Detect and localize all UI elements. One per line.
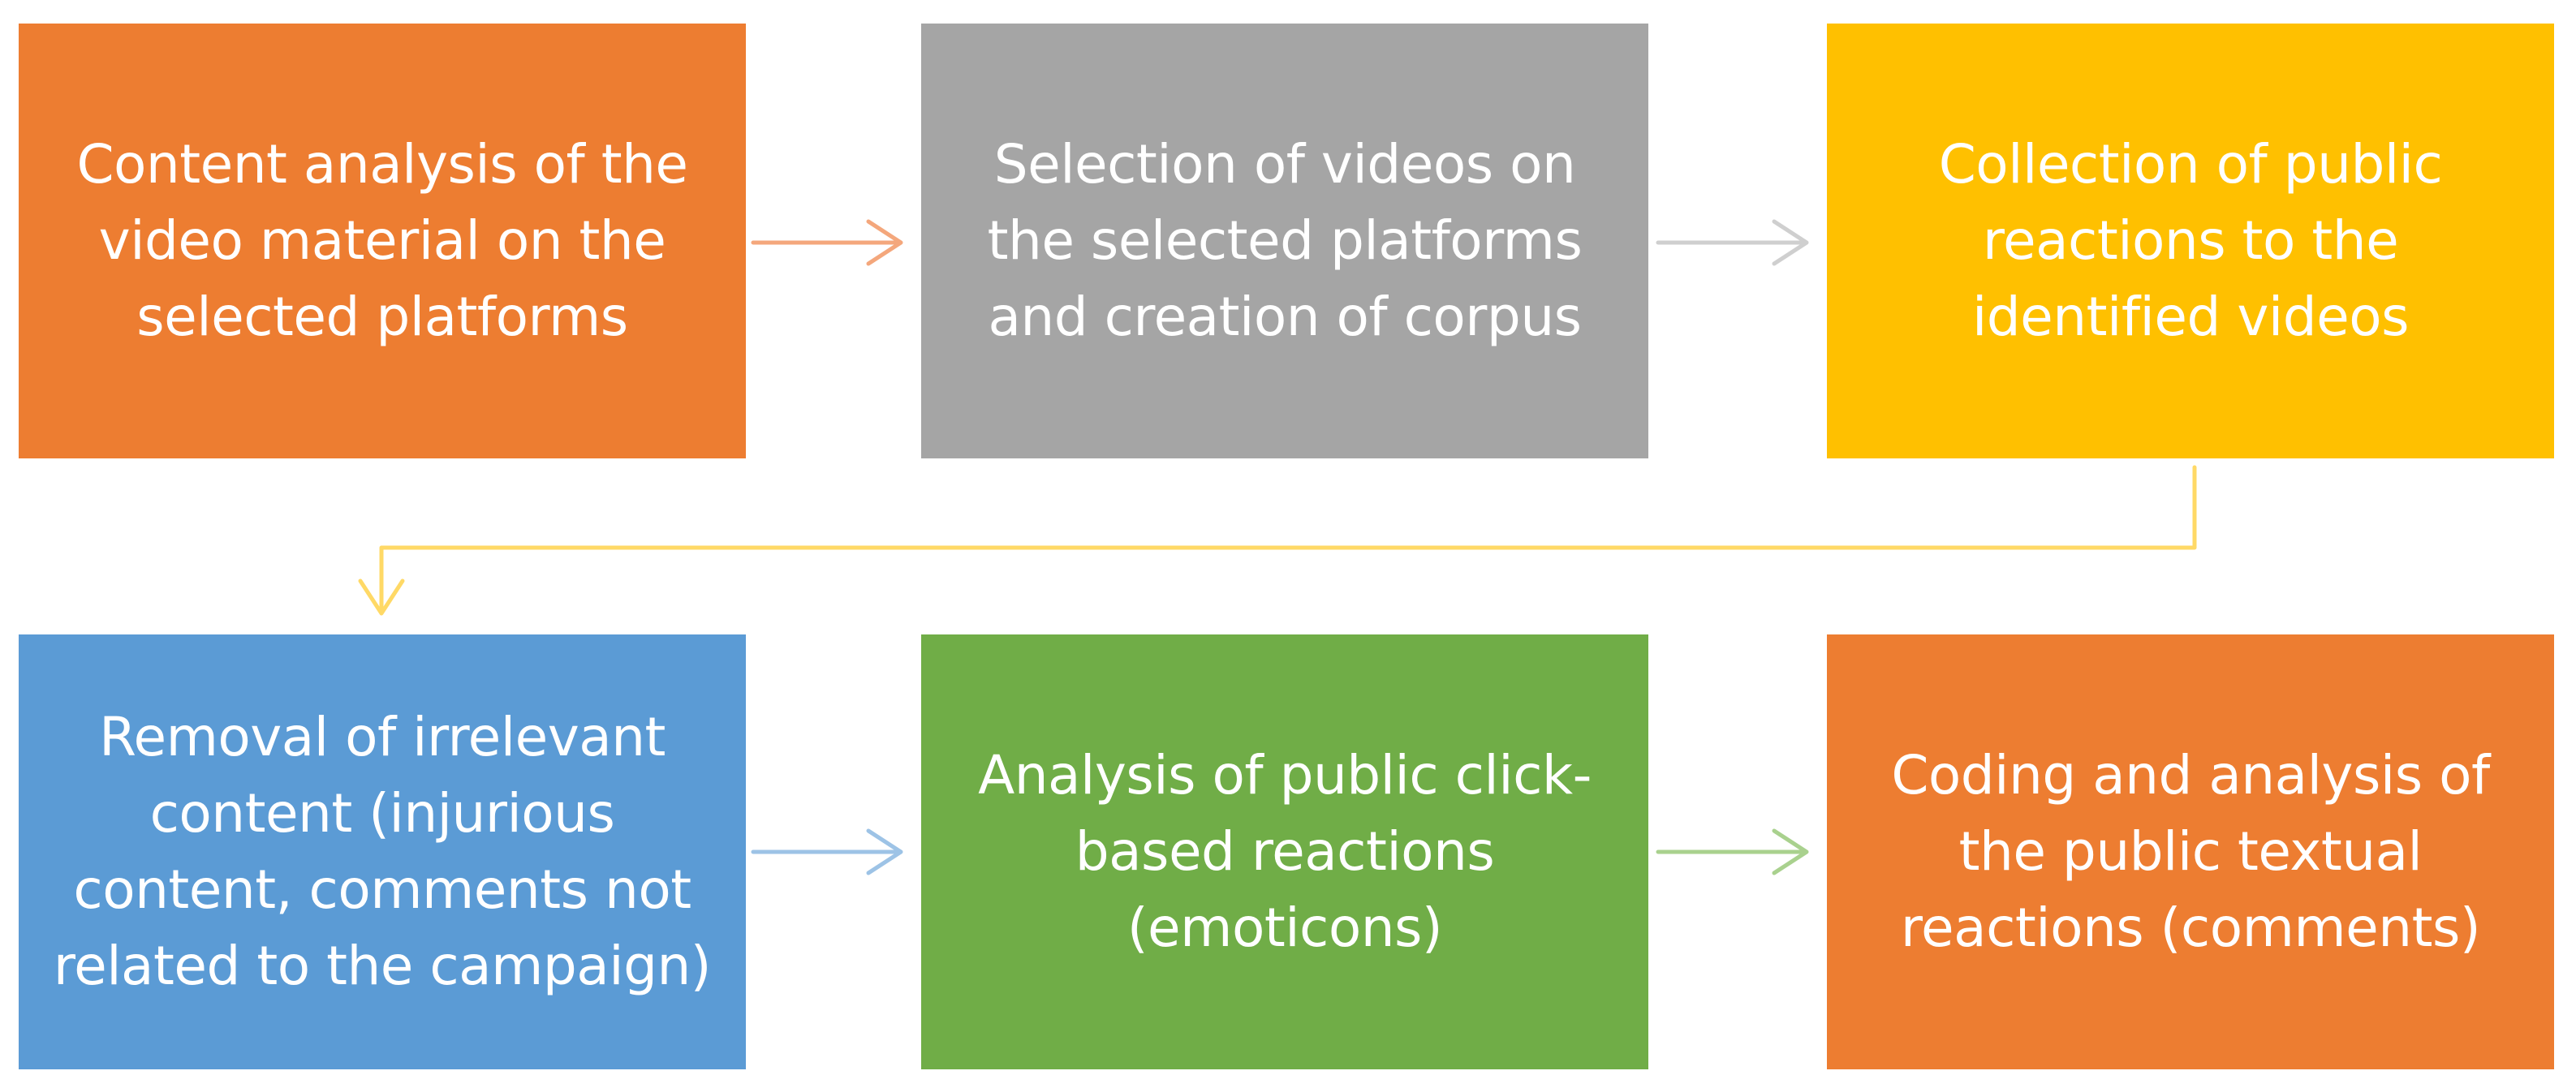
step-analysis-of-click-reactions: Analysis of public click-based reactions… [921, 634, 1648, 1069]
arrow-3-to-4-icon [358, 465, 2197, 616]
step-content-analysis: Content analysis of the video material o… [19, 24, 746, 458]
step-selection-of-videos: Selection of videos on the selected plat… [921, 24, 1648, 458]
step-analysis-of-click-reactions-label: Analysis of public click-based reactions… [978, 744, 1592, 959]
arrow-5-to-6-icon [1656, 828, 1809, 875]
arrow-2-to-3-icon [1656, 219, 1809, 266]
step-content-analysis-label: Content analysis of the video material o… [76, 133, 688, 348]
step-coding-and-analysis: Coding and analysis of the public textua… [1827, 634, 2554, 1069]
step-coding-and-analysis-label: Coding and analysis of the public textua… [1891, 744, 2490, 959]
step-collection-of-reactions-label: Collection of public reactions to the id… [1938, 133, 2443, 348]
step-removal-of-content: Removal of irrelevant content (injurious… [19, 634, 746, 1069]
step-selection-of-videos-label: Selection of videos on the selected plat… [987, 133, 1583, 348]
arrow-4-to-5-icon [751, 828, 903, 875]
step-collection-of-reactions: Collection of public reactions to the id… [1827, 24, 2554, 458]
arrow-1-to-2-icon [751, 219, 903, 266]
step-removal-of-content-label: Removal of irrelevant content (injurious… [53, 706, 712, 997]
